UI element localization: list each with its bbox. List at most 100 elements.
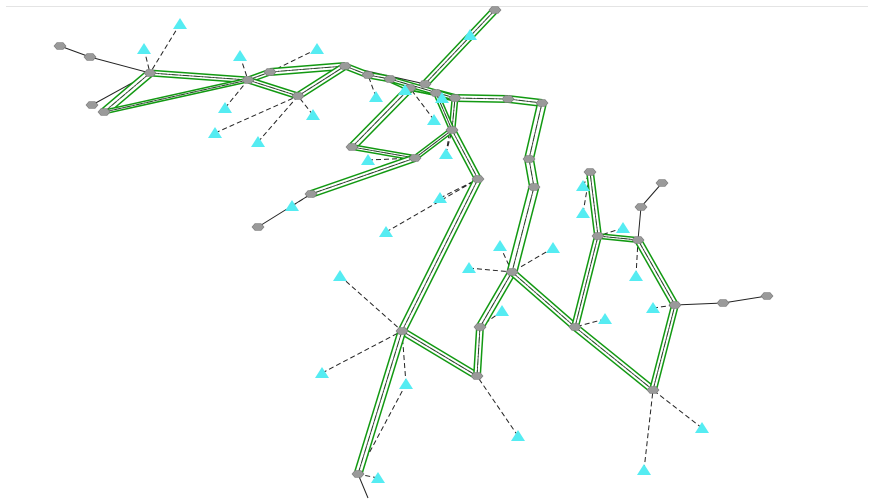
hexagon-node-icon[interactable] bbox=[522, 155, 536, 163]
hexagon-node-icon[interactable] bbox=[646, 386, 660, 394]
corridor-segment[interactable] bbox=[353, 329, 407, 476]
triangle-stop-icon[interactable] bbox=[369, 91, 383, 102]
triangle-stop-icon[interactable] bbox=[173, 18, 187, 29]
corridor-segment[interactable] bbox=[597, 233, 639, 243]
triangle-stop-icon[interactable] bbox=[495, 305, 509, 316]
corridor-segment[interactable] bbox=[101, 69, 153, 116]
corridor-segment[interactable] bbox=[473, 326, 484, 377]
triangle-stop-icon[interactable] bbox=[361, 154, 375, 165]
hexagon-node-icon[interactable] bbox=[351, 470, 365, 478]
corridor-segment[interactable] bbox=[586, 171, 602, 237]
hexagon-node-icon[interactable] bbox=[383, 75, 397, 83]
corridor-segment[interactable] bbox=[309, 154, 417, 198]
corridor-segment[interactable] bbox=[397, 176, 483, 334]
hexagon-node-icon[interactable] bbox=[568, 323, 582, 331]
hexagon-node-icon[interactable] bbox=[448, 94, 462, 102]
triangle-stop-icon[interactable] bbox=[695, 422, 709, 433]
triangle-stop-icon[interactable] bbox=[427, 114, 441, 125]
triangle-stop-icon[interactable] bbox=[399, 378, 413, 389]
corridor-segment[interactable] bbox=[524, 158, 539, 188]
triangle-stop-icon[interactable] bbox=[433, 192, 447, 203]
corridor-segment[interactable] bbox=[246, 76, 300, 100]
corridor-segment[interactable] bbox=[476, 269, 516, 330]
corridor-segment[interactable] bbox=[348, 84, 414, 151]
triangle-stop-icon[interactable] bbox=[285, 200, 299, 211]
hexagon-node-icon[interactable] bbox=[241, 76, 255, 84]
triangle-stop-icon[interactable] bbox=[463, 29, 477, 40]
hexagon-node-icon[interactable] bbox=[345, 143, 359, 151]
hexagon-node-icon[interactable] bbox=[251, 223, 265, 231]
hexagon-node-icon[interactable] bbox=[338, 62, 352, 70]
triangle-stop-icon[interactable] bbox=[371, 472, 385, 483]
hexagon-node-icon[interactable] bbox=[473, 323, 487, 331]
hexagon-node-icon[interactable] bbox=[445, 126, 459, 134]
hexagon-node-icon[interactable] bbox=[408, 154, 422, 162]
triangle-stop-icon[interactable] bbox=[511, 430, 525, 441]
triangle-stop-icon[interactable] bbox=[435, 92, 449, 103]
corridor-segment[interactable] bbox=[413, 127, 454, 161]
triangle-stop-icon[interactable] bbox=[637, 464, 651, 475]
hexagon-node-icon[interactable] bbox=[634, 203, 648, 211]
hexagon-node-icon[interactable] bbox=[488, 6, 502, 14]
triangle-stop-icon[interactable] bbox=[616, 222, 630, 233]
hexagon-node-icon[interactable] bbox=[760, 292, 774, 300]
hexagon-node-icon[interactable] bbox=[591, 232, 605, 240]
hexagon-node-icon[interactable] bbox=[291, 92, 305, 100]
hexagon-node-icon[interactable] bbox=[418, 80, 432, 88]
triangle-stop-icon[interactable] bbox=[598, 313, 612, 324]
hexagon-node-icon[interactable] bbox=[655, 179, 669, 187]
corridor-segment[interactable] bbox=[103, 77, 249, 115]
hexagon-node-icon[interactable] bbox=[716, 299, 730, 307]
triangle-stop-icon[interactable] bbox=[315, 367, 329, 378]
hexagon-node-icon[interactable] bbox=[470, 372, 484, 380]
corridor-segment[interactable] bbox=[422, 7, 498, 87]
triangle-stop-icon[interactable] bbox=[576, 207, 590, 218]
triangle-stop-icon[interactable] bbox=[310, 43, 324, 54]
hexagon-node-icon[interactable] bbox=[395, 327, 409, 335]
corridor-segment[interactable] bbox=[448, 128, 482, 181]
hexagon-node-icon[interactable] bbox=[429, 89, 443, 97]
triangle-stop-icon[interactable] bbox=[333, 270, 347, 281]
triangle-stop-icon[interactable] bbox=[576, 180, 590, 191]
hexagon-node-icon[interactable] bbox=[527, 183, 541, 191]
hexagon-node-icon[interactable] bbox=[535, 99, 549, 107]
hexagon-node-icon[interactable] bbox=[501, 95, 515, 103]
corridor-segment[interactable] bbox=[634, 238, 679, 307]
junction-layer[interactable] bbox=[53, 6, 774, 478]
corridor-segment[interactable] bbox=[389, 76, 456, 101]
corridor-segment[interactable] bbox=[571, 235, 602, 328]
stop-layer[interactable] bbox=[137, 18, 709, 483]
triangle-stop-icon[interactable] bbox=[629, 270, 643, 281]
corridor-segment[interactable] bbox=[149, 69, 249, 84]
corridor-segment[interactable] bbox=[524, 101, 547, 161]
triangle-stop-icon[interactable] bbox=[379, 226, 393, 237]
corridor-segment[interactable] bbox=[295, 62, 348, 100]
hexagon-node-icon[interactable] bbox=[97, 108, 111, 116]
hexagon-node-icon[interactable] bbox=[361, 71, 375, 79]
hexagon-node-icon[interactable] bbox=[85, 101, 99, 109]
hexagon-node-icon[interactable] bbox=[631, 236, 645, 244]
triangle-stop-icon[interactable] bbox=[218, 102, 232, 113]
triangle-stop-icon[interactable] bbox=[546, 242, 560, 253]
corridor-segment[interactable] bbox=[506, 185, 540, 274]
corridor-segment[interactable] bbox=[509, 268, 578, 331]
hexagon-node-icon[interactable] bbox=[53, 42, 67, 50]
triangle-stop-icon[interactable] bbox=[398, 84, 412, 95]
hexagon-node-icon[interactable] bbox=[471, 175, 485, 183]
hexagon-node-icon[interactable] bbox=[583, 168, 597, 176]
triangle-stop-icon[interactable] bbox=[646, 302, 660, 313]
triangle-stop-icon[interactable] bbox=[306, 109, 320, 120]
hexagon-node-icon[interactable] bbox=[668, 301, 682, 309]
triangle-stop-icon[interactable] bbox=[493, 240, 507, 251]
hexagon-node-icon[interactable] bbox=[263, 68, 277, 76]
corridor-segment[interactable] bbox=[399, 327, 480, 380]
triangle-stop-icon[interactable] bbox=[137, 43, 151, 54]
corridor-segment[interactable] bbox=[269, 62, 346, 76]
triangle-stop-icon[interactable] bbox=[208, 127, 222, 138]
hexagon-node-icon[interactable] bbox=[143, 69, 157, 77]
corridor-segment[interactable] bbox=[454, 94, 509, 103]
hexagon-node-icon[interactable] bbox=[505, 268, 519, 276]
triangle-stop-icon[interactable] bbox=[462, 262, 476, 273]
corridor-segment[interactable] bbox=[572, 323, 656, 394]
